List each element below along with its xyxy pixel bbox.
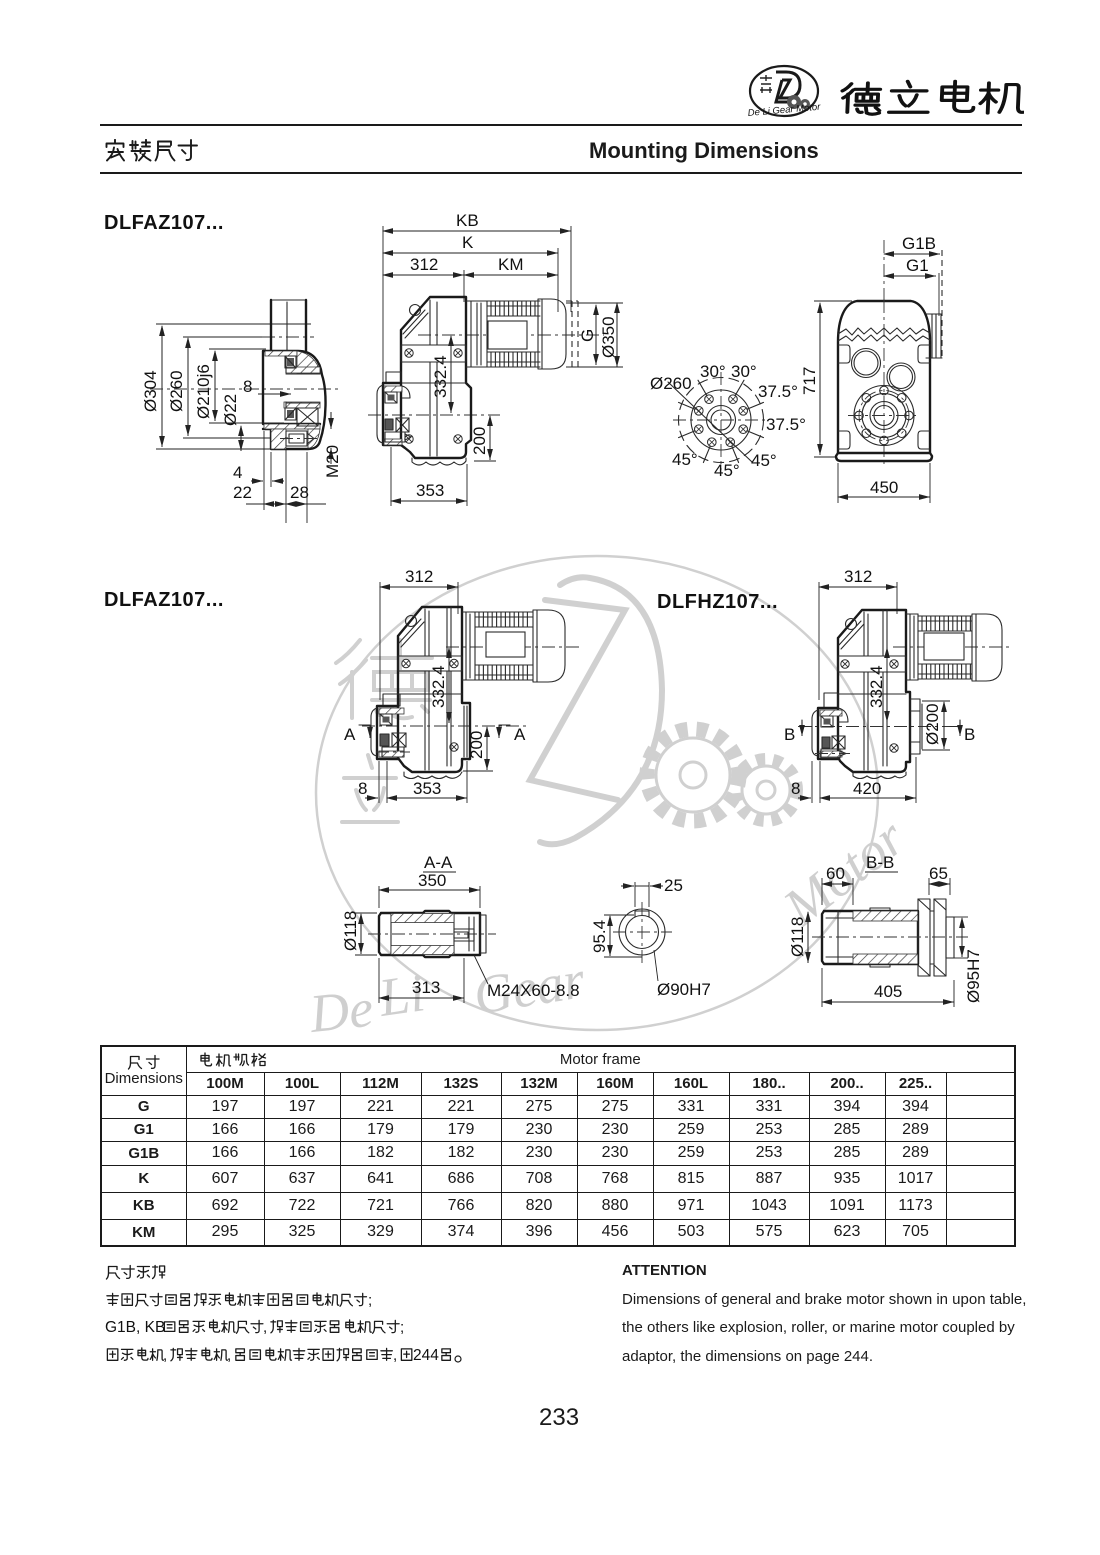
svg-text:B-B: B-B [866,853,894,872]
svg-text:B: B [964,725,975,744]
svg-text:200: 200 [467,731,486,759]
svg-text:G1B: G1B [902,234,936,253]
svg-text:Ø260: Ø260 [650,374,692,393]
svg-text:420: 420 [853,779,881,798]
svg-text:200: 200 [470,427,489,455]
svg-text:4: 4 [233,463,242,482]
svg-text:45°: 45° [714,461,740,480]
svg-text:Ø200: Ø200 [923,703,942,745]
svg-text:332.4: 332.4 [867,665,886,708]
svg-text:G1: G1 [906,256,929,275]
svg-text:G: G [578,329,597,342]
svg-text:Ø95H7: Ø95H7 [964,949,983,1003]
svg-text:K: K [462,233,474,252]
svg-text:8: 8 [243,377,252,396]
svg-text:A-A: A-A [424,853,453,872]
svg-text:28: 28 [290,483,309,502]
svg-text:45°: 45° [751,451,777,470]
svg-text:KM: KM [498,255,524,274]
svg-text:45°: 45° [672,450,698,469]
svg-text:95.4: 95.4 [590,920,609,953]
svg-text:,: , [227,1347,231,1364]
svg-text:312: 312 [405,567,433,586]
svg-text:A: A [344,725,356,744]
svg-text:25: 25 [664,876,683,895]
svg-text:353: 353 [413,779,441,798]
svg-text:De: De [306,978,376,1044]
svg-text:313: 313 [412,978,440,997]
svg-text:350: 350 [418,871,446,890]
svg-text:,: , [163,1347,167,1364]
svg-text:,: , [393,1347,397,1364]
svg-text:60: 60 [826,864,845,883]
svg-text:,: , [263,1319,267,1336]
svg-text:M20: M20 [323,445,342,478]
svg-text:Ø260: Ø260 [167,370,186,412]
svg-text:A: A [514,725,526,744]
svg-text:353: 353 [416,481,444,500]
svg-text:312: 312 [844,567,872,586]
svg-text:DLFAZ107...: DLFAZ107... [104,212,224,234]
svg-text:312: 312 [410,255,438,274]
svg-text:;: ; [400,1319,404,1336]
svg-text:Ø22: Ø22 [221,394,240,426]
svg-text:450: 450 [870,478,898,497]
svg-text:37.5°: 37.5° [758,382,798,401]
svg-text:B: B [784,725,795,744]
svg-text:8: 8 [791,779,800,798]
svg-text:M24X60-8.8: M24X60-8.8 [487,981,580,1000]
svg-text:Ø350: Ø350 [599,316,618,358]
svg-text:405: 405 [874,982,902,1001]
svg-text:717: 717 [800,367,819,395]
svg-text:332.4: 332.4 [431,355,450,398]
svg-text:244: 244 [413,1347,439,1364]
svg-text:Ø210j6: Ø210j6 [194,364,213,419]
svg-text:DLFAZ107...: DLFAZ107... [104,589,224,611]
svg-text:G1B, KB: G1B, KB [105,1319,165,1336]
svg-text:30°: 30° [731,362,757,381]
svg-text:Ø304: Ø304 [141,370,160,412]
svg-text:65: 65 [929,864,948,883]
svg-text:332.4: 332.4 [429,665,448,708]
svg-text:Ø90H7: Ø90H7 [657,980,711,999]
svg-text:DLFHZ107...: DLFHZ107... [657,591,778,613]
svg-text:KB: KB [456,211,479,230]
svg-text:30°: 30° [700,362,726,381]
svg-text:37.5°: 37.5° [766,415,806,434]
svg-text:Ø118: Ø118 [341,911,360,951]
svg-text:22: 22 [233,483,252,502]
svg-text:8: 8 [358,779,367,798]
svg-text:Ø118: Ø118 [788,917,807,957]
svg-text:;: ; [368,1292,372,1309]
